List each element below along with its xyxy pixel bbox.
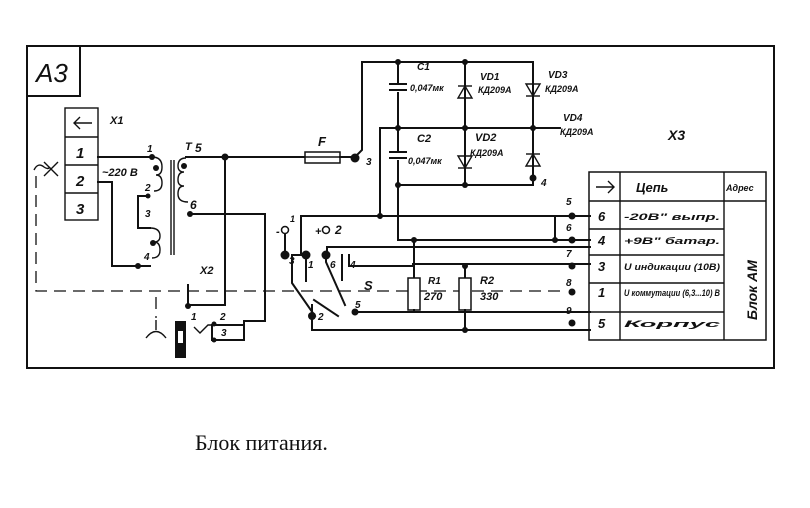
svg-text:2: 2	[144, 183, 151, 194]
x3-pin: 1	[598, 285, 605, 300]
x3-circuit: U коммутации (6,3...10) B	[624, 288, 720, 298]
transformer-t: T 1 2 3 4 5 6	[135, 141, 202, 269]
x3-circuit: -20B" выпр.	[624, 212, 720, 222]
svg-text:S: S	[364, 278, 373, 293]
svg-text:5: 5	[195, 141, 202, 155]
svg-text:КД209А: КД209А	[545, 84, 579, 94]
svg-text:C1: C1	[417, 62, 430, 73]
svg-text:C2: C2	[417, 133, 431, 145]
svg-text:R2: R2	[480, 275, 494, 287]
svg-text:3: 3	[145, 209, 151, 220]
x3-circuit: U индикации (10B)	[624, 262, 720, 272]
x3-node-label: 7	[566, 249, 572, 260]
svg-text:2: 2	[219, 312, 226, 323]
headphone-jack-icon	[145, 320, 167, 339]
shield-line	[35, 176, 560, 292]
svg-text:4: 4	[143, 252, 150, 263]
svg-text:КД209А: КД209А	[470, 148, 504, 158]
svg-text:-: -	[276, 226, 280, 238]
svg-text:F: F	[318, 134, 327, 149]
x1-pin-2: 2	[75, 173, 85, 190]
x3-node-label: 5	[566, 197, 572, 208]
svg-text:КД209А: КД209А	[478, 85, 512, 95]
svg-text:VD3: VD3	[548, 70, 568, 81]
svg-text:0,047мк: 0,047мк	[408, 156, 442, 166]
svg-text:Цепь: Цепь	[636, 180, 668, 195]
arrow-left-icon	[73, 116, 92, 130]
svg-text:1: 1	[290, 214, 295, 224]
svg-text:X3: X3	[667, 127, 685, 143]
svg-text:3: 3	[289, 256, 295, 267]
x3-node-label: 8	[566, 278, 572, 289]
svg-text:VD2: VD2	[475, 132, 496, 144]
svg-text:3: 3	[366, 157, 372, 168]
x3-address: Блок АМ	[744, 260, 760, 320]
svg-text:R1: R1	[428, 276, 441, 287]
connector-x1: 1 2 3 X1 ~220 B	[64, 107, 138, 221]
svg-text:4: 4	[540, 178, 547, 189]
x3-node-label: 6	[566, 223, 572, 234]
svg-text:Адрес: Адрес	[725, 183, 754, 193]
svg-text:КД209А: КД209А	[560, 127, 594, 137]
x3-pin: 4	[597, 233, 606, 248]
svg-text:6: 6	[330, 260, 336, 271]
transformer-label: T	[185, 141, 193, 153]
block-frame	[26, 45, 775, 369]
x3-pin: 3	[598, 259, 606, 274]
x3-terminal-dot	[568, 262, 576, 270]
connector-x2: X2 1 2 3	[145, 265, 266, 358]
caption: Блок питания.	[195, 430, 328, 455]
svg-text:VD4: VD4	[563, 113, 583, 124]
mains-plug-icon	[33, 161, 59, 177]
svg-text:3: 3	[221, 328, 227, 339]
svg-text:VD1: VD1	[480, 72, 500, 83]
x1-label: X1	[109, 115, 123, 127]
svg-text:1: 1	[191, 312, 197, 323]
arrow-right-icon	[596, 180, 615, 194]
svg-text:270: 270	[423, 291, 443, 303]
x1-pin-1: 1	[76, 145, 84, 162]
x3-circuit: +9B" батар.	[624, 236, 720, 246]
svg-text:X2: X2	[199, 265, 213, 277]
svg-text:1: 1	[308, 260, 314, 271]
svg-text:2: 2	[317, 312, 324, 323]
x1-pin-3: 3	[76, 201, 85, 218]
x3-terminal-dot	[568, 212, 576, 220]
x3-terminal-dot	[568, 236, 576, 244]
svg-text:6: 6	[190, 198, 197, 212]
switch-s: - 1 + 2 3 1 6 4 S 5 2	[276, 214, 373, 323]
block-id: A3	[34, 58, 68, 88]
x3-pin: 6	[598, 209, 606, 224]
x3-node-label: 9	[566, 306, 572, 317]
block-id-box	[26, 45, 81, 97]
svg-text:4: 4	[349, 260, 356, 271]
input-voltage: ~220 B	[102, 167, 138, 179]
svg-text:1: 1	[147, 144, 153, 155]
svg-text:0,047мк: 0,047мк	[410, 83, 444, 93]
x3-pin: 5	[598, 316, 606, 331]
x3-terminal-dot	[568, 288, 576, 296]
resistors: R1 270 R2 330	[407, 237, 499, 333]
rectifier-bridge: C1 0,047мк C2 0,047мк VD1 КД209А VD2 КД2…	[379, 59, 594, 217]
connector-x3: X3 Цепь Адрес Блок АМ 5 6 -20B" выпр. 6 4 +9B…	[566, 127, 767, 341]
svg-text:330: 330	[480, 291, 499, 303]
x3-terminal-dot	[568, 319, 576, 327]
x3-circuit: Корпус	[624, 319, 720, 329]
svg-text:2: 2	[334, 223, 342, 237]
svg-text:+: +	[315, 226, 322, 238]
svg-text:5: 5	[355, 300, 361, 311]
